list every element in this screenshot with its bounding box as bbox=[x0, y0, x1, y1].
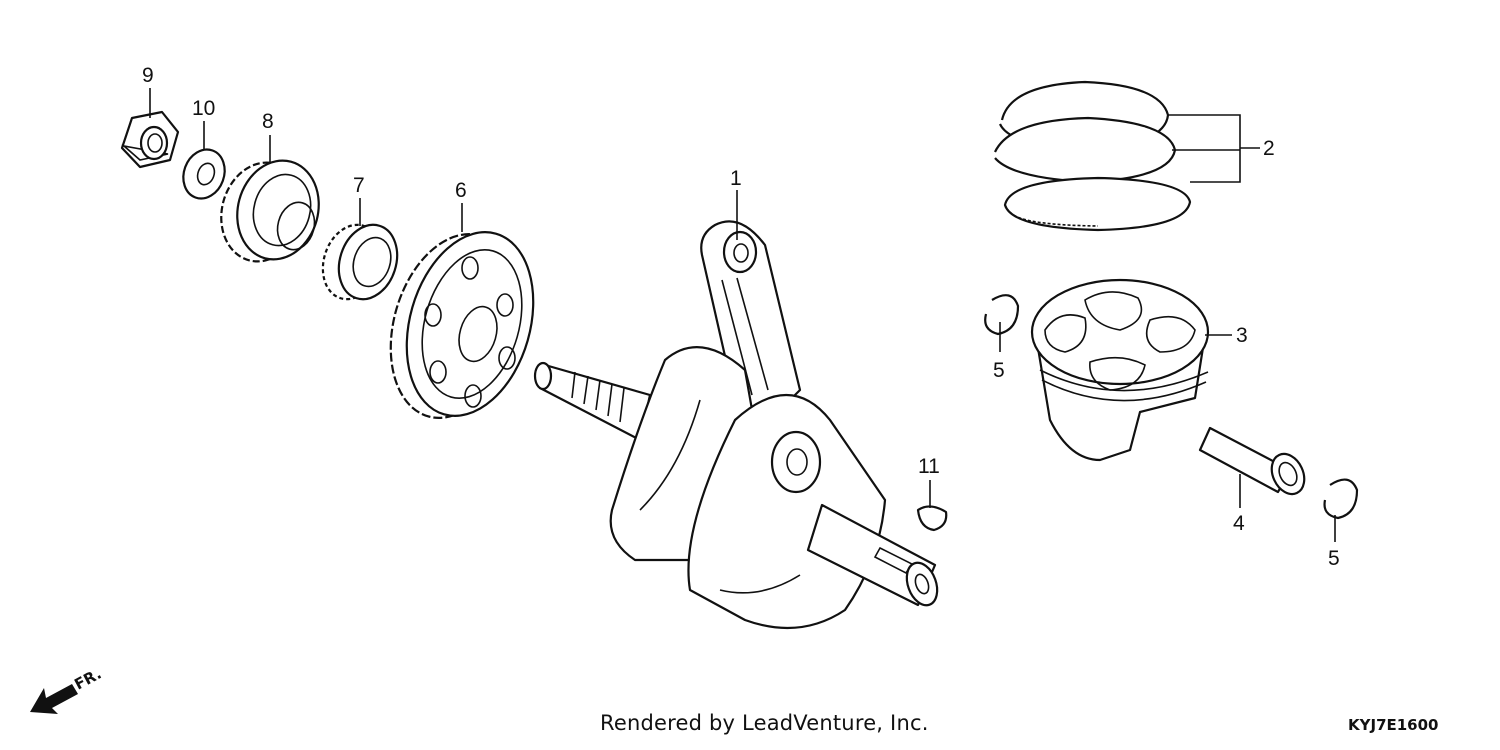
render-credit: Rendered by LeadVenture, Inc. bbox=[600, 711, 929, 735]
leader-lines bbox=[149, 88, 1336, 542]
callout-11: 11 bbox=[918, 455, 940, 478]
callout-9: 9 bbox=[142, 64, 154, 87]
callout-8: 8 bbox=[262, 110, 274, 133]
callout-2: 2 bbox=[1263, 137, 1275, 160]
callout-4: 4 bbox=[1233, 512, 1245, 535]
diagram-code: KYJ7E1600 bbox=[1348, 716, 1439, 734]
part-4-piston-pin[interactable] bbox=[1198, 426, 1310, 499]
part-10-washer[interactable] bbox=[177, 144, 232, 205]
callout-5-right: 5 bbox=[1328, 547, 1340, 570]
part-2-piston-rings[interactable] bbox=[994, 80, 1192, 232]
part-7-needle-bearing[interactable] bbox=[314, 217, 407, 307]
part-9-nut[interactable] bbox=[120, 110, 180, 169]
part-5-circlip-right[interactable] bbox=[1323, 478, 1359, 520]
callout-7: 7 bbox=[353, 174, 365, 197]
part-5-circlip-left[interactable] bbox=[984, 294, 1020, 336]
callout-1: 1 bbox=[730, 167, 742, 190]
front-label: FR. bbox=[71, 665, 104, 694]
part-6-large-gear[interactable] bbox=[370, 217, 553, 433]
part-8-gear[interactable] bbox=[210, 151, 329, 270]
callout-3: 3 bbox=[1236, 324, 1248, 347]
part-1-crankshaft[interactable] bbox=[533, 220, 943, 630]
front-arrow-icon bbox=[30, 684, 78, 714]
callout-6: 6 bbox=[455, 179, 467, 202]
callout-10: 10 bbox=[192, 97, 215, 120]
part-11-woodruff-key[interactable] bbox=[916, 505, 948, 532]
callouts: 9 10 8 7 6 1 11 2 3 5 4 5 bbox=[142, 64, 1340, 570]
front-direction-indicator: FR. bbox=[30, 665, 104, 714]
callout-5-left: 5 bbox=[993, 359, 1005, 382]
part-3-piston[interactable] bbox=[1030, 278, 1210, 462]
